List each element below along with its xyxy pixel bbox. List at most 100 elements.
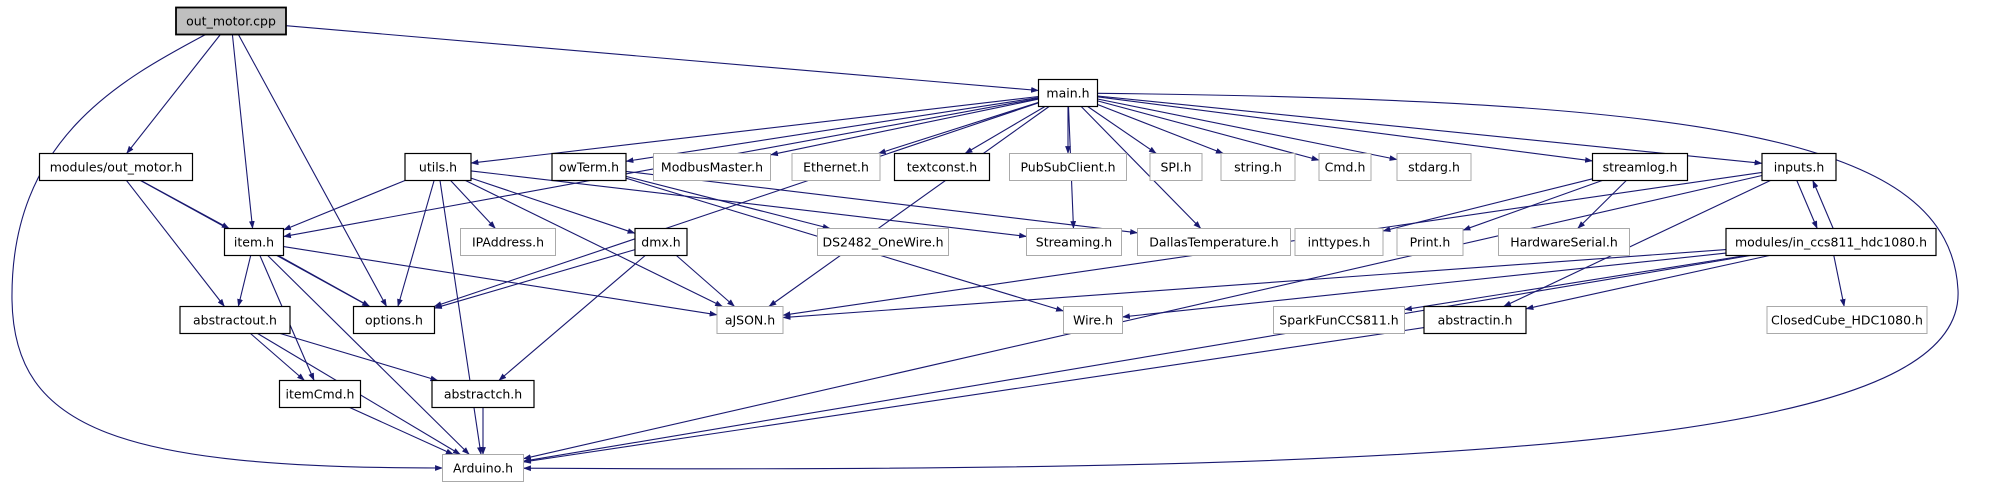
include-edge-modules/in_ccs811_hdc1080.h-to-Arduino.h <box>523 254 1751 463</box>
include-edge-main.h-to-inputs.h <box>1097 95 1763 166</box>
node-label-SPI.h: SPI.h <box>1160 160 1191 175</box>
include-edge-main.h-to-SPI.h <box>1087 106 1157 154</box>
include-edge-main.h-to-streamlog.h <box>1097 96 1593 163</box>
node-box-main.h[interactable] <box>1037 78 1099 108</box>
include-edge-main.h-to-ModbusMaster.h <box>770 98 1039 157</box>
node-box-abstractout.h[interactable] <box>179 305 291 335</box>
include-edge-utils.h-to-Arduino.h <box>439 180 483 455</box>
graph-node-Print.h: Print.h <box>1396 228 1464 256</box>
include-edge-item.h-to-abstractout.h <box>237 255 252 307</box>
graph-node-owTerm.h[interactable]: owTerm.h <box>551 152 627 182</box>
node-box-inputs.h[interactable] <box>1761 152 1837 182</box>
include-edge-utils.h-to-dmx.h <box>470 177 636 234</box>
include-edge-main.h-to-DallasTemperature.h <box>1080 106 1202 229</box>
include-edge-main.h-to-string.h <box>1097 103 1224 155</box>
graph-node-modules/out_motor.h[interactable]: modules/out_motor.h <box>38 152 194 182</box>
include-edge-streamlog.h-to-HardwareSerial.h <box>1577 180 1627 229</box>
node-box-utils.h[interactable] <box>404 152 472 182</box>
include-edge-utils.h-to-IPAddress.h <box>450 180 496 229</box>
include-edge-main.h-to-Ethernet.h <box>877 101 1039 155</box>
node-label-Cmd.h: Cmd.h <box>1325 160 1366 175</box>
graph-node-Ethernet.h: Ethernet.h <box>791 153 881 181</box>
node-box-abstractch.h[interactable] <box>431 379 535 409</box>
include-edge-itemCmd.h-to-Arduino.h <box>349 406 454 456</box>
node-label-item.h: item.h <box>234 235 274 250</box>
node-box-item.h[interactable] <box>223 227 285 257</box>
include-edge-main.h-to-textconst.h <box>964 106 1046 154</box>
node-label-textconst.h: textconst.h <box>907 160 977 175</box>
node-box-ClosedCube_HDC1080.h <box>1766 306 1928 334</box>
include-edge-inputs.h-to-abstractin.h <box>1503 180 1771 307</box>
graph-node-streamlog.h[interactable]: streamlog.h <box>1591 152 1689 182</box>
include-edge-main.h-to-Arduino.h <box>523 92 1959 472</box>
include-edge-dmx.h-to-options.h <box>434 249 636 309</box>
node-label-ModbusMaster.h: ModbusMaster.h <box>661 160 763 175</box>
node-box-out_motor.cpp[interactable] <box>175 6 287 36</box>
graph-node-IPAddress.h: IPAddress.h <box>460 228 556 256</box>
graph-node-item.h[interactable]: item.h <box>223 227 285 257</box>
include-edge-owTerm.h-to-DS2482_OneWire.h <box>625 175 831 230</box>
include-edge-utils.h-to-aJSON.h <box>465 180 723 307</box>
include-edge-main.h-to-aJSON.h <box>768 106 1050 307</box>
graph-node-inputs.h[interactable]: inputs.h <box>1761 152 1837 182</box>
graph-node-SparkFunCCS811.h: SparkFunCCS811.h <box>1273 306 1405 334</box>
graph-node-out_motor.cpp[interactable]: out_motor.cpp <box>175 6 287 36</box>
node-box-modules/out_motor.h[interactable] <box>38 152 194 182</box>
node-box-HardwareSerial.h <box>1498 228 1630 256</box>
graph-node-abstractout.h[interactable]: abstractout.h <box>179 305 291 335</box>
node-box-textconst.h[interactable] <box>893 152 991 182</box>
node-label-Print.h: Print.h <box>1410 235 1451 250</box>
graph-node-Arduino.h: Arduino.h <box>442 454 524 482</box>
include-edge-out_motor.cpp-to-Arduino.h <box>11 34 443 471</box>
node-box-options.h[interactable] <box>352 305 436 335</box>
include-edge-inputs.h-to-modules/in_ccs811_hdc1080.h <box>1796 180 1818 229</box>
node-box-dmx.h[interactable] <box>634 227 688 257</box>
include-edge-modules/in_ccs811_hdc1080.h-to-abstractin.h <box>1525 254 1770 311</box>
node-box-string.h <box>1220 153 1296 181</box>
node-box-aJSON.h <box>716 306 784 334</box>
graph-node-modules/in_ccs811_hdc1080.h[interactable]: modules/in_ccs811_hdc1080.h <box>1725 227 1937 257</box>
include-edge-modules/in_ccs811_hdc1080.h-to-Wire.h <box>1122 252 1727 319</box>
graph-node-ClosedCube_HDC1080.h: ClosedCube_HDC1080.h <box>1766 306 1928 334</box>
node-label-out_motor.cpp: out_motor.cpp <box>186 14 276 29</box>
node-label-stdarg.h: stdarg.h <box>1408 160 1460 175</box>
include-edge-owTerm.h-to-DallasTemperature.h <box>625 170 1138 235</box>
include-edge-dmx.h-to-aJSON.h <box>676 255 735 307</box>
include-edge-abstractout.h-to-abstractch.h <box>280 332 439 382</box>
edge-layer <box>11 25 1959 472</box>
graph-node-options.h[interactable]: options.h <box>352 305 436 335</box>
include-edge-utils.h-to-options.h <box>397 180 435 307</box>
graph-node-abstractch.h[interactable]: abstractch.h <box>431 379 535 409</box>
node-label-IPAddress.h: IPAddress.h <box>472 235 544 250</box>
node-label-aJSON.h: aJSON.h <box>725 313 775 328</box>
graph-node-utils.h[interactable]: utils.h <box>404 152 472 182</box>
graph-node-abstractin.h[interactable]: abstractin.h <box>1423 305 1527 335</box>
graph-node-DS2482_OneWire.h: DS2482_OneWire.h <box>817 228 949 256</box>
node-box-owTerm.h[interactable] <box>551 152 627 182</box>
node-label-Streaming.h: Streaming.h <box>1036 235 1112 250</box>
include-edge-abstractin.h-to-Arduino.h <box>523 327 1425 464</box>
include-edge-utils.h-to-item.h <box>283 179 406 231</box>
include-edge-item.h-to-aJSON.h <box>283 246 718 317</box>
node-box-streamlog.h[interactable] <box>1591 152 1689 182</box>
graph-node-textconst.h[interactable]: textconst.h <box>893 152 991 182</box>
node-box-itemCmd.h[interactable] <box>278 379 362 409</box>
graph-node-DallasTemperature.h: DallasTemperature.h <box>1137 228 1291 256</box>
include-edge-dmx.h-to-abstractch.h <box>498 255 646 381</box>
node-label-DS2482_OneWire.h: DS2482_OneWire.h <box>822 235 943 250</box>
node-box-Arduino.h <box>442 454 524 482</box>
node-box-abstractin.h[interactable] <box>1423 305 1527 335</box>
graph-node-main.h[interactable]: main.h <box>1037 78 1099 108</box>
node-box-modules/in_ccs811_hdc1080.h[interactable] <box>1725 227 1937 257</box>
include-edge-out_motor.cpp-to-modules/out_motor.h <box>126 34 221 154</box>
node-box-ModbusMaster.h <box>653 153 771 181</box>
graph-node-inttypes.h: inttypes.h <box>1294 228 1384 256</box>
include-edge-utils.h-to-Streaming.h <box>470 170 1027 239</box>
include-edge-item.h-to-Arduino.h <box>267 255 470 455</box>
graph-node-Wire.h: Wire.h <box>1063 306 1123 334</box>
node-box-DS2482_OneWire.h <box>817 228 949 256</box>
graph-node-itemCmd.h[interactable]: itemCmd.h <box>278 379 362 409</box>
graph-node-Cmd.h: Cmd.h <box>1318 153 1372 181</box>
graph-node-dmx.h[interactable]: dmx.h <box>634 227 688 257</box>
node-label-abstractch.h: abstractch.h <box>444 387 522 402</box>
